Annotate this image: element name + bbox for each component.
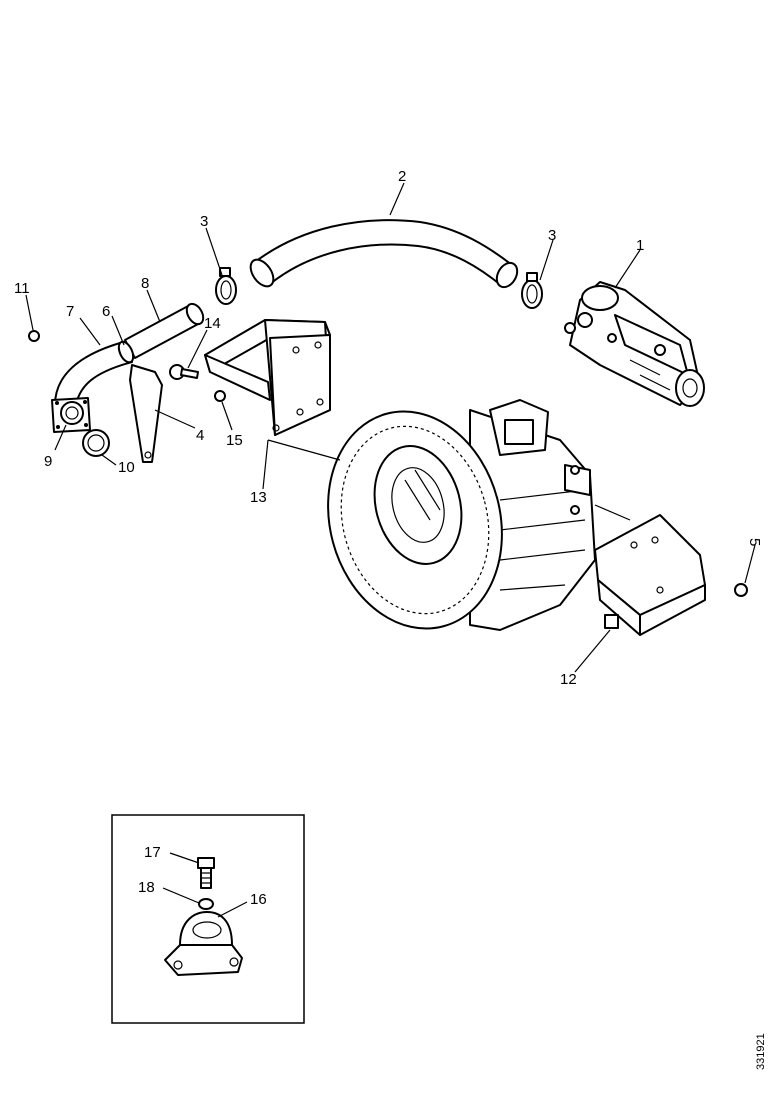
callout-1: 1 — [636, 237, 644, 254]
leader-lines — [25, 182, 756, 673]
component-1 — [564, 281, 705, 407]
inset-detail: 17 18 16 — [111, 814, 305, 1024]
mount-16 — [164, 911, 243, 976]
callout-16: 16 — [250, 891, 267, 908]
washer-18 — [198, 898, 214, 910]
gasket-10 — [82, 429, 110, 457]
hose-clamp-3-left — [215, 267, 237, 305]
bolt-14 — [169, 364, 199, 380]
bracket-4 — [129, 364, 163, 463]
elbow-7 — [54, 340, 135, 411]
nut-5 — [734, 583, 748, 597]
callout-14: 14 — [204, 315, 221, 332]
bell-housing — [327, 410, 503, 630]
bolt-17 — [197, 857, 215, 889]
transmission-housing — [469, 399, 596, 631]
callout-9: 9 — [44, 453, 52, 470]
callout-7: 7 — [66, 303, 74, 320]
callout-11: 11 — [14, 280, 30, 297]
callout-8: 8 — [141, 275, 149, 292]
callout-15: 15 — [226, 432, 243, 449]
nut-11 — [28, 330, 40, 342]
callout-10: 10 — [118, 459, 135, 476]
callout-6: 6 — [102, 303, 110, 320]
figure-number: 331921 — [755, 1033, 767, 1070]
callout-labels: 1 2 3 3 4 6 7 8 9 10 11 12 13 14 15 5 — [14, 168, 763, 688]
callout-5: 5 — [746, 538, 763, 546]
washer-15 — [214, 390, 226, 402]
hose-2 — [249, 219, 519, 289]
callout-18: 18 — [138, 879, 155, 896]
callout-12: 12 — [560, 671, 577, 688]
callout-13: 13 — [250, 489, 267, 506]
mount-bracket-12 — [594, 514, 706, 636]
callout-2: 2 — [398, 168, 406, 185]
callout-3-left: 3 — [200, 213, 208, 230]
pipe-8 — [124, 302, 205, 359]
flange-9 — [51, 397, 91, 433]
callout-4: 4 — [196, 427, 204, 444]
hose-clamp-3-right — [521, 272, 543, 309]
mount-bracket-13 — [204, 319, 331, 436]
callout-3-right: 3 — [548, 227, 556, 244]
callout-17: 17 — [144, 844, 161, 861]
